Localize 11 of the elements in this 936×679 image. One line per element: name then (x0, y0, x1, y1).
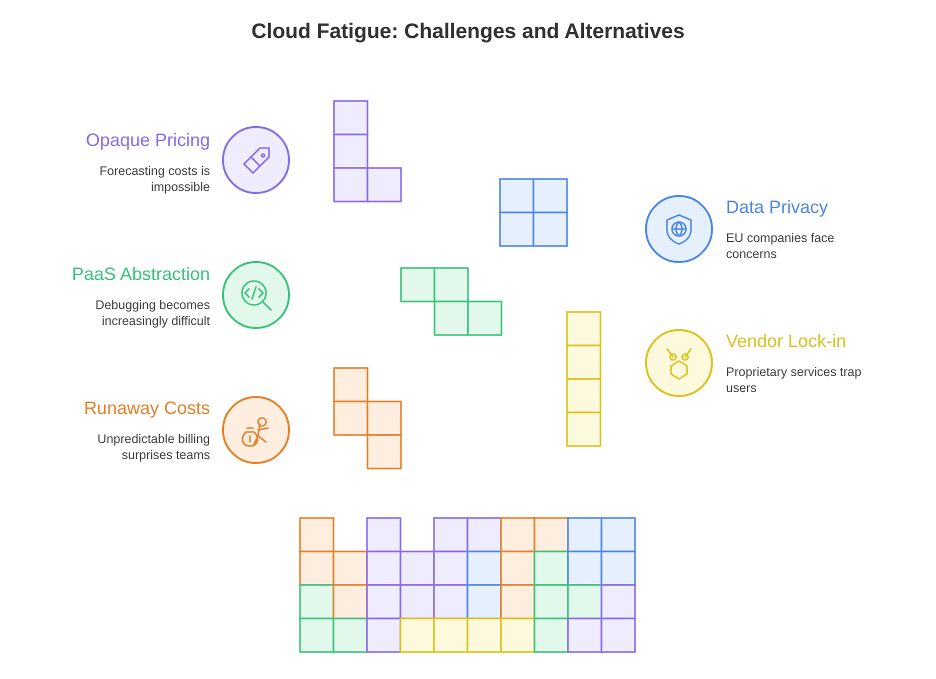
item-heading: Vendor Lock-in (726, 331, 848, 352)
item-heading: Opaque Pricing (84, 130, 210, 151)
item-description: Debugging becomes increasingly difficult (94, 297, 210, 329)
diagram-title: Cloud Fatigue: Challenges and Alternatives (250, 20, 686, 44)
item-heading: Runaway Costs (82, 398, 210, 419)
item-description: EU companies face concerns (726, 230, 836, 262)
item-description: Forecasting costs is impossible (98, 163, 210, 195)
item-heading: Data Privacy (726, 197, 830, 218)
item-heading: PaaS Abstraction (70, 264, 210, 285)
item-description: Proprietary services trap users (726, 364, 862, 396)
item-description: Unpredictable billing surprises teams (96, 431, 210, 463)
